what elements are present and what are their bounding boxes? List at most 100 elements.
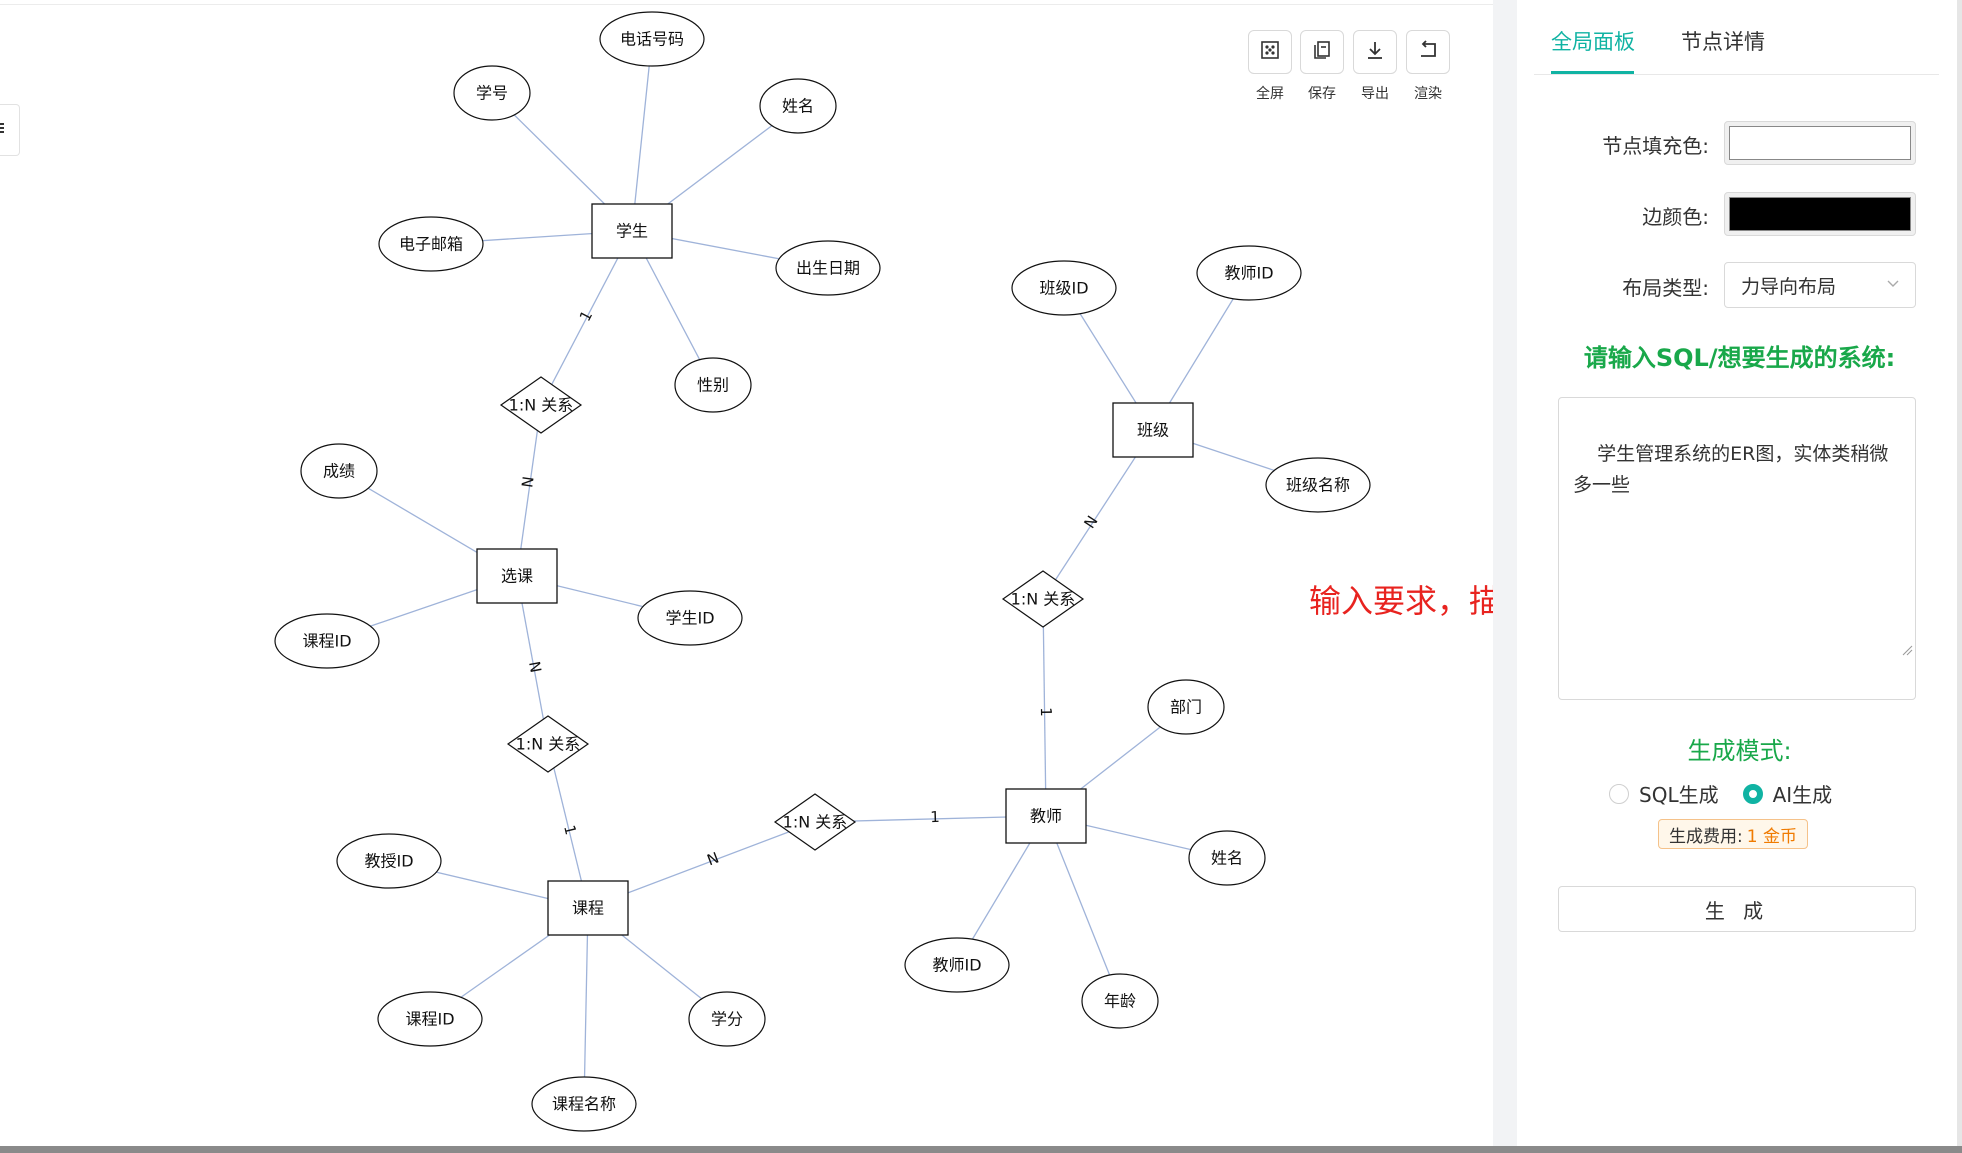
- tab-node-detail[interactable]: 节点详情: [1681, 30, 1765, 54]
- attribute-label: 年龄: [1104, 992, 1136, 1011]
- relationship-label: 1:N 关系: [783, 813, 848, 832]
- attribute-node[interactable]: [599, 11, 705, 67]
- attribute-node[interactable]: [1196, 245, 1302, 301]
- cardinality-label: N: [518, 475, 537, 489]
- relationship-edge: [1042, 598, 1047, 817]
- export-button[interactable]: [1353, 30, 1397, 74]
- attribute-node[interactable]: [1265, 457, 1371, 513]
- menu-icon: [0, 120, 6, 140]
- radio-ai-label[interactable]: AI生成: [1772, 783, 1833, 807]
- attribute-label: 电子邮箱: [399, 235, 463, 254]
- attribute-node[interactable]: [378, 216, 484, 272]
- attribute-label: 课程名称: [552, 1095, 616, 1114]
- attribute-label: 学生ID: [665, 609, 714, 628]
- entity-label: 班级: [1137, 421, 1169, 440]
- attribute-node[interactable]: [336, 833, 442, 889]
- fullscreen-button[interactable]: [1248, 30, 1292, 74]
- attribute-node[interactable]: [531, 1076, 637, 1132]
- relationship-label: 1:N 关系: [1011, 590, 1076, 609]
- fill-color-swatch: [1729, 126, 1911, 160]
- cardinality-label: N: [705, 849, 722, 870]
- layout-type-select[interactable]: 力导向布局: [1724, 262, 1916, 308]
- relationship-edge: [516, 404, 542, 577]
- render-label: 渲染: [1414, 86, 1442, 102]
- relationship-edge: [1042, 429, 1154, 600]
- border-color-label: 边颜色:: [1642, 205, 1709, 229]
- download-icon: [1364, 39, 1386, 65]
- canvas-top-border: [0, 4, 1493, 5]
- entity-node[interactable]: [1112, 402, 1194, 458]
- mode-title: 生成模式:: [1687, 737, 1792, 765]
- window-edge: [1957, 0, 1962, 1146]
- save-tool[interactable]: 保存: [1298, 30, 1346, 103]
- attribute-node[interactable]: [274, 613, 380, 669]
- entity-label: 教师: [1030, 807, 1062, 826]
- cardinality-label: N: [525, 660, 545, 674]
- attribute-node[interactable]: [688, 991, 766, 1047]
- relationship-label: 1:N 关系: [516, 735, 581, 754]
- cardinality-label: 1: [560, 823, 580, 837]
- attribute-node[interactable]: [453, 65, 531, 121]
- entity-node[interactable]: [1005, 788, 1087, 844]
- attribute-label: 学号: [476, 84, 508, 103]
- cardinality-label: 1: [930, 808, 940, 826]
- attribute-node[interactable]: [1147, 679, 1225, 735]
- fill-color-picker[interactable]: [1724, 121, 1916, 165]
- export-tool[interactable]: 导出: [1351, 30, 1399, 103]
- border-color-picker[interactable]: [1724, 192, 1916, 236]
- attribute-node[interactable]: [637, 590, 743, 646]
- entity-node[interactable]: [476, 548, 558, 604]
- fullscreen-tool[interactable]: 全屏: [1246, 30, 1294, 103]
- attribute-node[interactable]: [775, 240, 881, 296]
- tab-global[interactable]: 全局面板: [1551, 30, 1635, 54]
- save-button[interactable]: [1300, 30, 1344, 74]
- relationship-node[interactable]: [773, 793, 857, 851]
- attribute-edge: [1045, 815, 1121, 1002]
- layout-type-label: 布局类型:: [1622, 276, 1709, 300]
- collapse-handle[interactable]: [0, 104, 20, 156]
- fullscreen-icon: [1259, 39, 1281, 65]
- attribute-node[interactable]: [1081, 973, 1159, 1029]
- attribute-node[interactable]: [377, 991, 483, 1047]
- relationship-edge: [540, 230, 633, 406]
- relationship-node[interactable]: [1001, 570, 1085, 628]
- render-tool[interactable]: 渲染: [1404, 30, 1452, 103]
- attribute-node[interactable]: [1011, 260, 1117, 316]
- save-label: 保存: [1308, 86, 1336, 102]
- attribute-edge: [631, 38, 653, 232]
- attribute-label: 姓名: [1211, 849, 1243, 868]
- entity-label: 课程: [572, 899, 604, 918]
- side-panel: 全局面板 节点详情 节点填充色: 边颜色: 布局类型: 力导向布局 请输入SQL…: [1517, 0, 1962, 1146]
- fill-color-label: 节点填充色:: [1602, 134, 1709, 158]
- radio-sql[interactable]: [1609, 783, 1629, 804]
- attribute-label: 部门: [1170, 698, 1202, 717]
- cardinality-label: 1: [1037, 707, 1055, 717]
- attribute-node[interactable]: [300, 443, 378, 499]
- resize-grip-icon[interactable]: [1865, 604, 1913, 697]
- relationship-node[interactable]: [499, 376, 583, 434]
- radio-ai[interactable]: [1742, 783, 1763, 804]
- prompt-textarea[interactable]: 学生管理系统的ER图，实体类稍微多一些: [1558, 397, 1916, 700]
- undo-icon: [1417, 39, 1439, 65]
- render-button[interactable]: [1406, 30, 1450, 74]
- cost-label: 生成费用:: [1669, 826, 1743, 847]
- generate-button[interactable]: 生 成: [1558, 886, 1916, 932]
- annotation-text: 输入要求，描述越多生成的越详细: [1309, 582, 1493, 620]
- attribute-label: 教师ID: [932, 956, 981, 975]
- chevron-down-icon: [1885, 275, 1901, 297]
- er-diagram[interactable]: 1NN1N11N电话号码学号姓名电子邮箱出生日期性别成绩课程ID学生ID教授ID…: [0, 0, 1493, 1146]
- relationship-node[interactable]: [506, 715, 590, 773]
- attribute-node[interactable]: [674, 357, 752, 413]
- entity-node[interactable]: [591, 203, 673, 259]
- attribute-label: 学分: [711, 1010, 743, 1029]
- entity-node[interactable]: [547, 880, 629, 936]
- attribute-node[interactable]: [904, 937, 1010, 993]
- entity-label: 选课: [501, 567, 533, 586]
- attribute-node[interactable]: [759, 78, 837, 134]
- attribute-node[interactable]: [1188, 830, 1266, 886]
- attribute-label: 教授ID: [364, 852, 413, 871]
- radio-sql-label[interactable]: SQL生成: [1639, 783, 1719, 807]
- prompt-text: 学生管理系统的ER图，实体类稍微多一些: [1573, 443, 1889, 496]
- attribute-label: 性别: [697, 376, 729, 395]
